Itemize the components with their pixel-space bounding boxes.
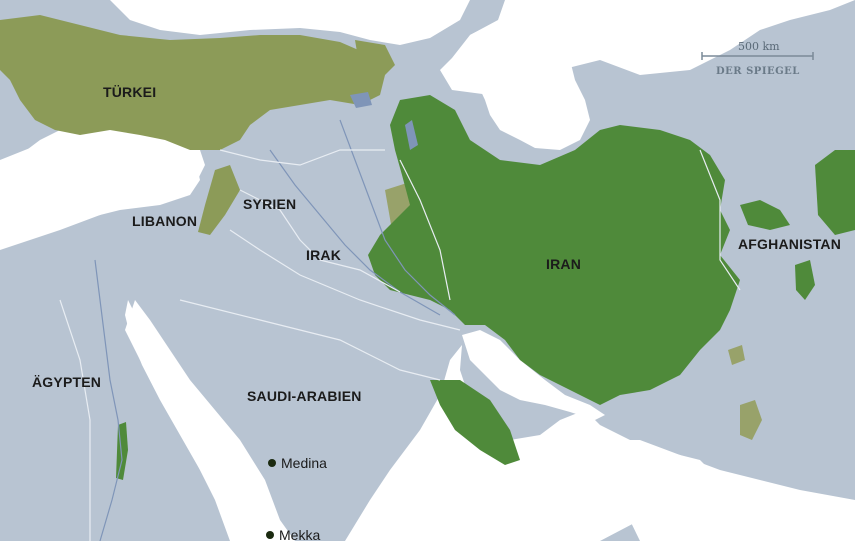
label-mekka: Mekka (279, 527, 321, 543)
green-east (815, 150, 855, 235)
label-iran: IRAN (546, 256, 582, 272)
green-afghanistan (740, 200, 790, 230)
green-east-2 (795, 260, 815, 300)
river-nile (94, 259, 123, 541)
persian-gulf (462, 330, 605, 420)
olive-turkey-ne (355, 40, 395, 80)
caspian-sea (470, 20, 590, 150)
mediterranean-east (0, 130, 200, 245)
green-iran (368, 95, 740, 405)
lake-van (350, 92, 372, 108)
credit-label: DER SPIEGEL (716, 66, 800, 77)
lake-urmia (405, 120, 418, 150)
olive-turkey (0, 15, 385, 150)
label-aegypten: ÄGYPTEN (32, 374, 102, 390)
black-sea (110, 0, 470, 45)
label-irak: IRAK (306, 247, 342, 263)
label-medina: Medina (281, 455, 327, 471)
city-dot-medina (268, 459, 276, 467)
tan-e (728, 345, 745, 365)
city-dot-mekka (266, 531, 274, 539)
scale-bar (701, 52, 814, 60)
scale-label: 500 km (738, 40, 780, 53)
aral-sea (590, 10, 660, 45)
label-syrien: SYRIEN (243, 196, 297, 212)
green-nile (116, 422, 128, 480)
tan-se (740, 400, 762, 440)
olive-coast (198, 165, 240, 235)
gulf-of-oman (600, 440, 855, 541)
label-saudi-arabien: SAUDI-ARABIEN (247, 388, 362, 404)
river-tigris (339, 119, 456, 316)
label-libanon: LIBANON (132, 213, 198, 229)
borders (59, 149, 741, 541)
red-sea (125, 300, 262, 541)
green-iran-sw (430, 380, 520, 465)
label-tuerkei: TÜRKEI (103, 84, 157, 100)
label-afghanistan: AFGHANISTAN (738, 236, 842, 252)
